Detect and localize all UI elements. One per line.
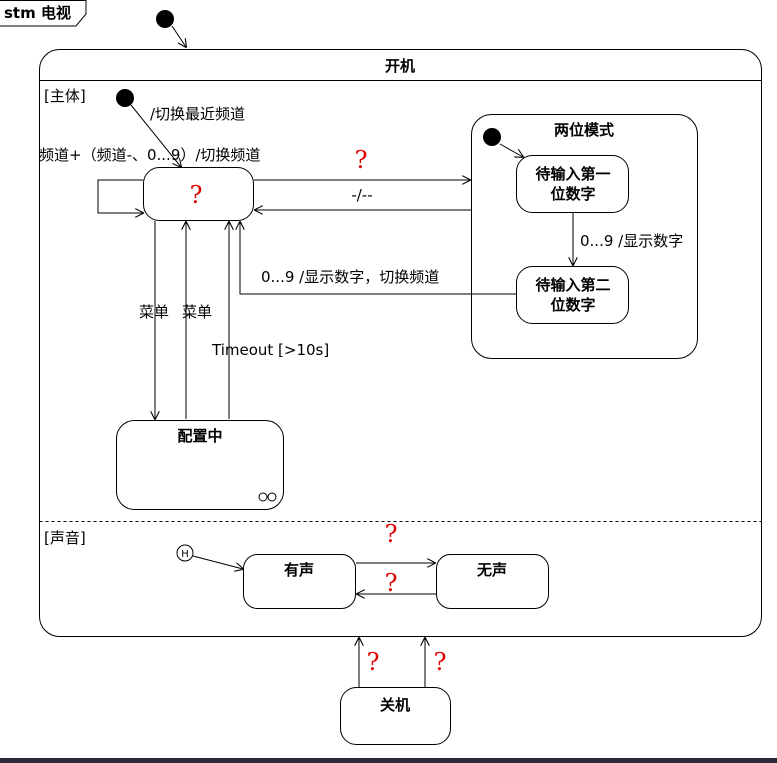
state-await-second-digit[interactable] — [516, 266, 629, 324]
power-off-title: 关机 — [380, 696, 410, 714]
frame-tab — [0, 0, 87, 27]
label-self-loop: 频道+（频道-、0...9）/切换频道 — [39, 146, 260, 164]
label-menu-down: 菜单 — [139, 303, 169, 321]
initial-node-two-digit — [483, 128, 501, 146]
region-main-label: [主体] — [44, 87, 86, 105]
await-first-line2: 位数字 — [550, 185, 595, 203]
transition-initial-two-digit — [499, 143, 523, 157]
label-q-off-right: ? — [434, 648, 447, 676]
label-q-off-left: ? — [367, 648, 380, 676]
state-await-first-digit[interactable] — [516, 155, 629, 213]
bottom-edge-strip — [0, 758, 777, 763]
state-sound-on[interactable] — [243, 554, 356, 609]
transition-history — [192, 555, 243, 569]
label-q-sound-bottom: ? — [385, 569, 398, 597]
await-first-line1: 待输入第一 — [535, 165, 610, 183]
state-mute[interactable] — [436, 554, 549, 609]
label-digit-switch: 0...9 /显示数字，切换频道 — [261, 268, 439, 286]
label-dash: -/-- — [351, 186, 372, 204]
initial-node-main — [116, 89, 134, 107]
transition-digit-switch — [240, 222, 516, 295]
state-power-off[interactable] — [340, 687, 451, 745]
two-digit-title: 两位模式 — [554, 121, 614, 139]
transition-initial-top — [171, 25, 186, 47]
label-q-sound-top: ? — [385, 520, 398, 548]
transition-initial-main — [130, 104, 181, 167]
label-q-top: ? — [355, 146, 368, 174]
label-timeout: Timeout [>10s] — [211, 341, 329, 359]
config-title: 配置中 — [177, 427, 222, 445]
state-current-label: ? — [190, 181, 203, 209]
history-node — [176, 544, 194, 562]
label-initial-main: /切换最近频道 — [150, 105, 245, 123]
sound-on-title: 有声 — [284, 561, 314, 579]
transition-self-loop — [97, 179, 143, 213]
region-sound-label: [声音] — [44, 529, 86, 547]
await-second-line2: 位数字 — [550, 296, 595, 314]
state-config[interactable] — [116, 420, 284, 510]
await-second-line1: 待输入第二 — [535, 276, 610, 294]
state-current[interactable] — [143, 167, 254, 221]
history-symbol: H — [181, 549, 189, 560]
mute-title: 无声 — [476, 561, 507, 579]
label-digit-display: 0...9 /显示数字 — [580, 232, 683, 250]
frame-label: stm 电视 — [4, 4, 71, 22]
power-on-title: 开机 — [385, 57, 415, 75]
initial-node-top — [156, 10, 174, 28]
submachine-icon — [258, 492, 277, 502]
label-menu-up: 菜单 — [182, 303, 212, 321]
